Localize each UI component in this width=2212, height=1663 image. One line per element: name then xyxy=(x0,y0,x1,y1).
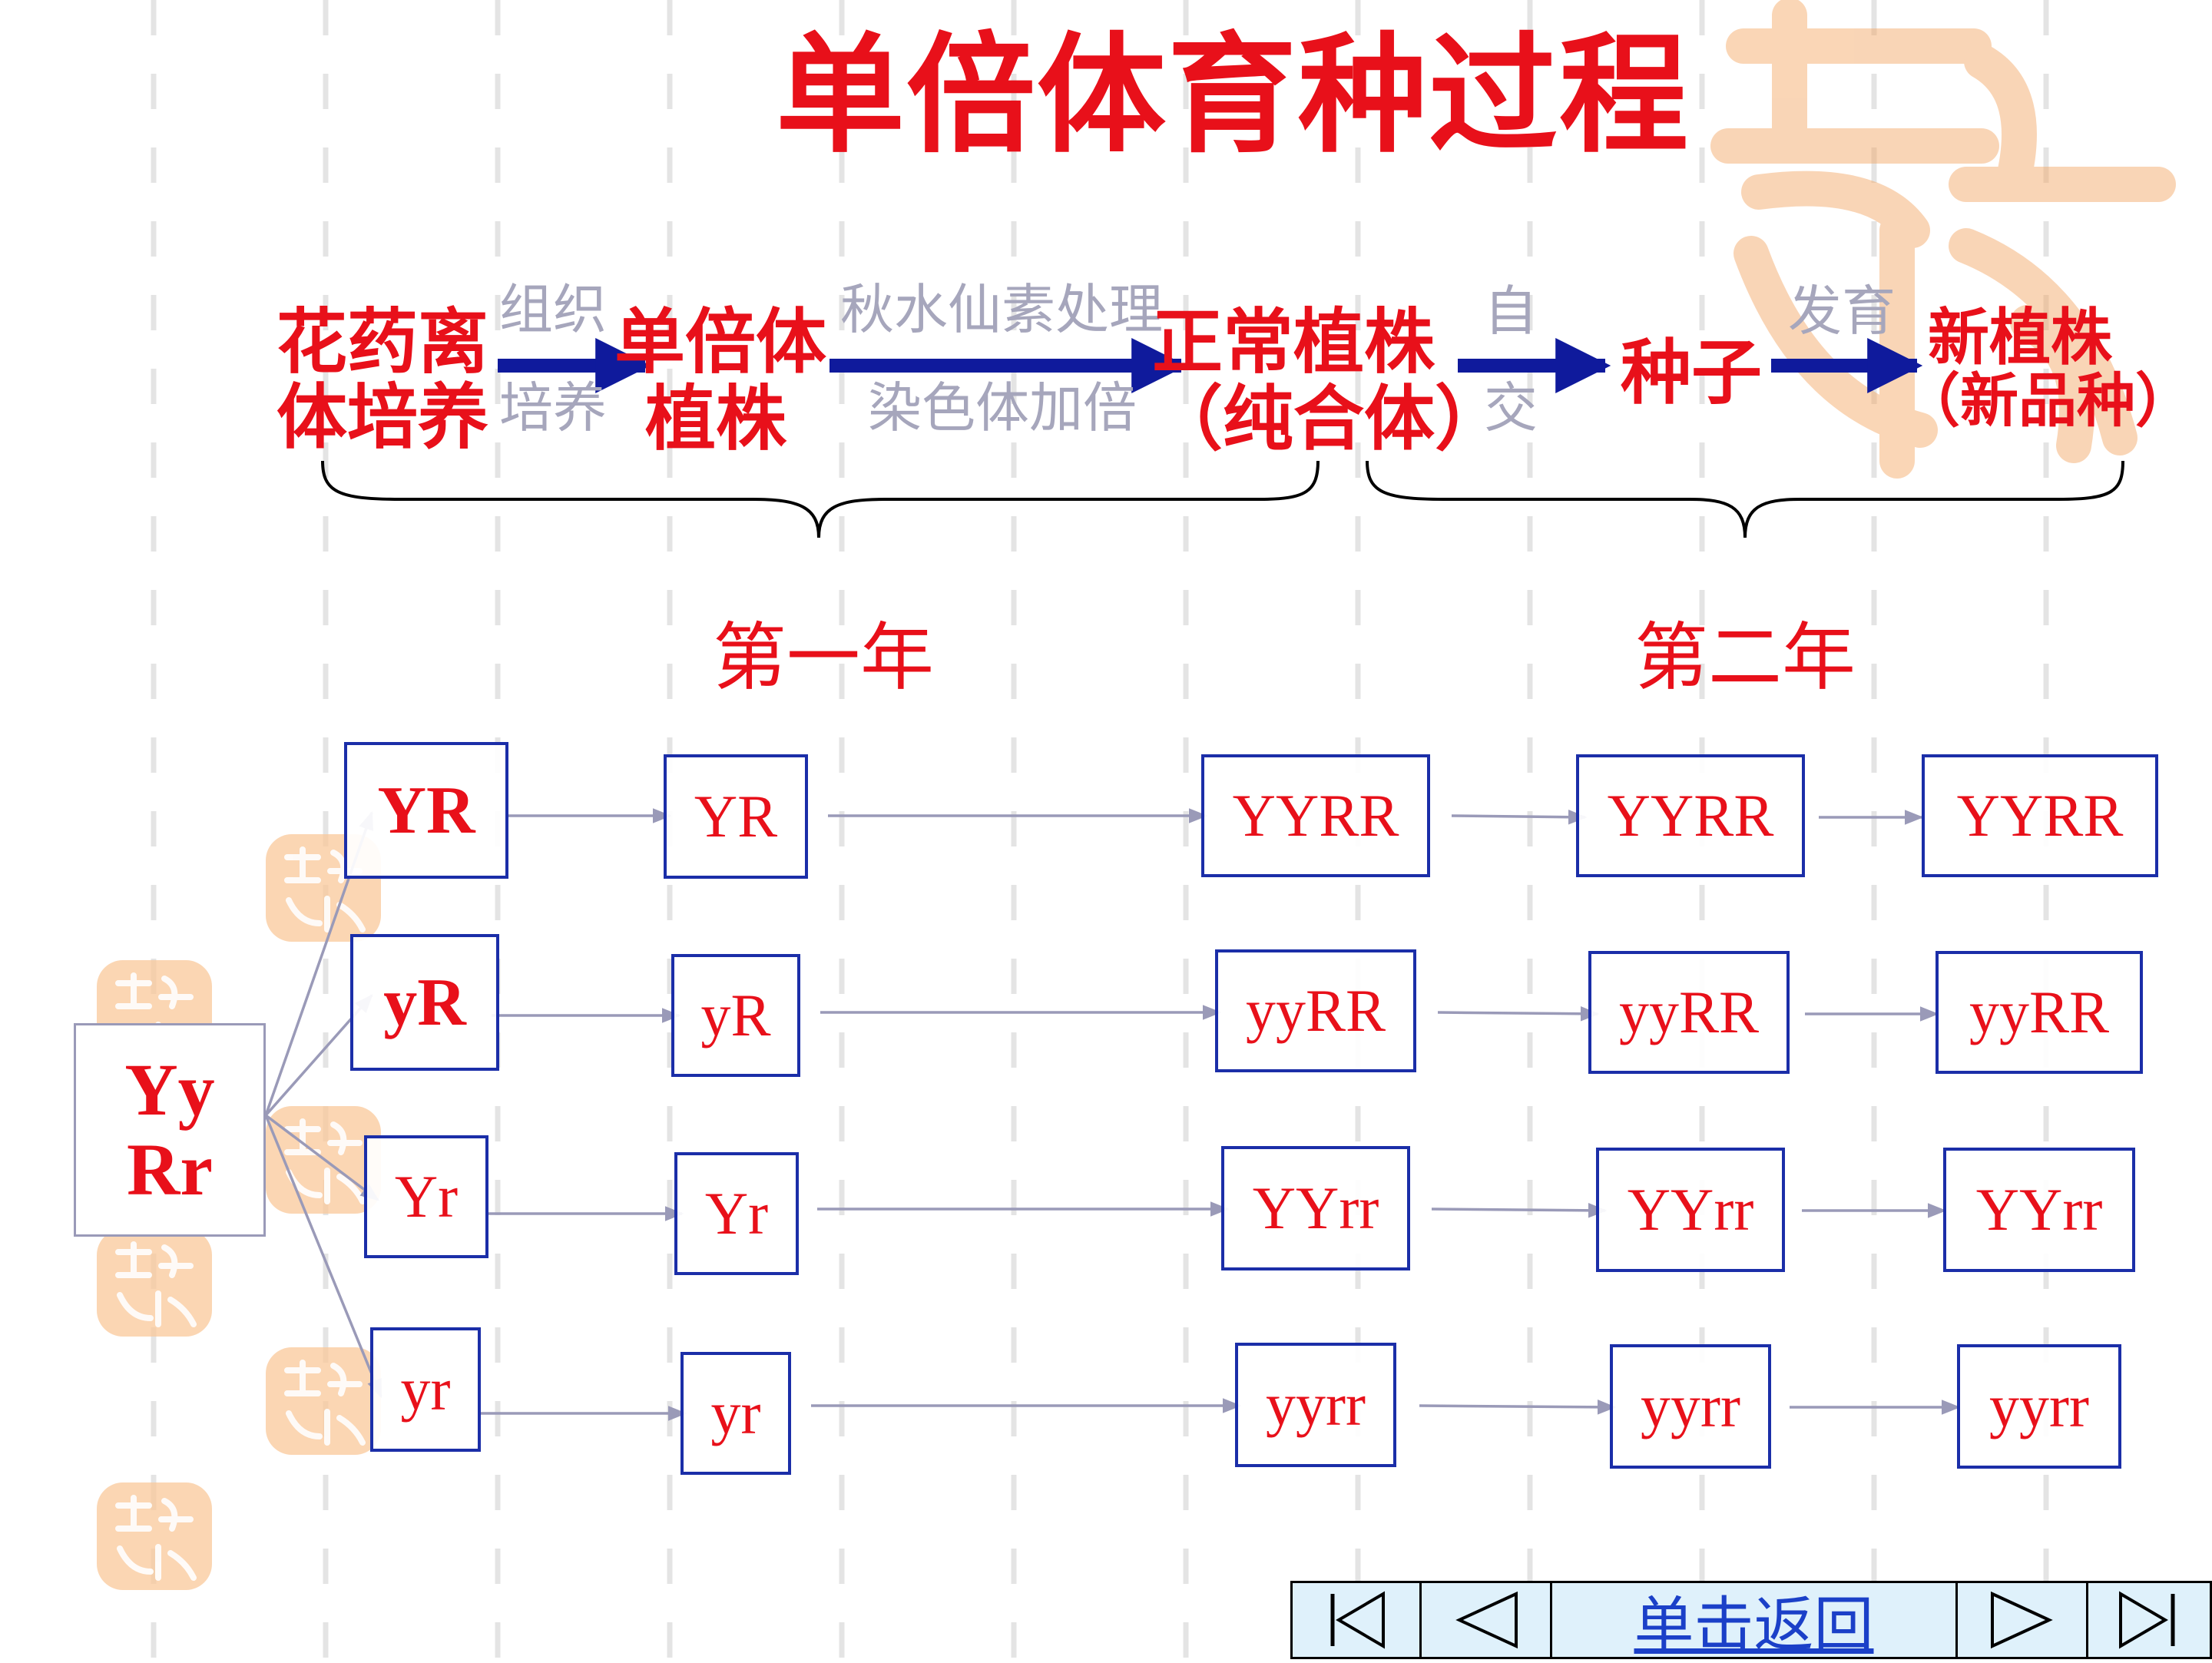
seal-watermark xyxy=(97,1482,212,1590)
step-colchicine-line1: 秋水仙素处理 xyxy=(840,278,1163,341)
connector-arrow xyxy=(264,1114,379,1201)
slide-title: 单倍体育种过程 xyxy=(776,20,1690,171)
connector-arrow xyxy=(264,1115,382,1399)
haploid-box: yr xyxy=(680,1352,791,1475)
seal-watermark xyxy=(97,1229,212,1337)
step-colchicine-line2: 染色体加倍 xyxy=(868,376,1137,439)
doubled-box: YYRR xyxy=(1201,754,1430,877)
selfed-box: yyRR xyxy=(1588,951,1790,1074)
parent-genotype-box: Yy Rr xyxy=(74,1023,266,1237)
step-tissue-culture-line2: 培养 xyxy=(499,376,607,439)
selfed-box: YYRR xyxy=(1576,754,1805,877)
step-development: 发育 xyxy=(1788,280,1896,343)
return-button[interactable]: 单击返回 xyxy=(1552,1583,1958,1660)
parent-genotype-line2: Rr xyxy=(127,1128,213,1211)
doubled-box: yyRR xyxy=(1215,949,1416,1072)
stage-haploid-line2: 植株 xyxy=(645,378,787,460)
final-box: yyRR xyxy=(1936,951,2143,1074)
return-link[interactable]: 单击返回 xyxy=(1634,1591,1874,1660)
haploid-box: yR xyxy=(671,954,800,1077)
stage-new-plant-line2: （新品种） xyxy=(1902,366,2194,435)
slide-navigation-bar: 单击返回 xyxy=(1290,1581,2212,1660)
skip-to-first-icon xyxy=(1330,1591,1385,1649)
selfed-box: yyrr xyxy=(1610,1344,1771,1469)
seal-watermark xyxy=(266,1347,381,1455)
stage-seed: 种子 xyxy=(1621,332,1763,414)
connector-arrow xyxy=(1431,1203,1608,1218)
previous-slide-button[interactable] xyxy=(1422,1583,1552,1657)
haploid-box: Yr xyxy=(674,1152,799,1275)
stage-normal-plant-line1: 正常植株 xyxy=(1152,301,1435,383)
gamete-box: yr xyxy=(370,1327,481,1452)
previous-icon xyxy=(1455,1591,1518,1649)
step-tissue-culture-line1: 组织 xyxy=(499,278,607,341)
stage-new-plant-line1: 新植株 xyxy=(1928,302,2112,373)
step-selfing-line2: 交 xyxy=(1484,376,1538,439)
skip-to-last-icon xyxy=(2119,1591,2175,1649)
haploid-box: YR xyxy=(664,754,808,879)
final-box: YYRR xyxy=(1922,754,2158,877)
stage-anther-culture-line1: 花药离 xyxy=(276,301,489,383)
next-icon xyxy=(1990,1591,2053,1649)
doubled-box: YYrr xyxy=(1221,1146,1410,1270)
connector-arrow xyxy=(1419,1400,1617,1415)
gamete-box: Yr xyxy=(364,1135,488,1258)
first-year-label: 第一年 xyxy=(713,615,934,701)
step-selfing-line1: 自 xyxy=(1484,280,1538,343)
gamete-box: YR xyxy=(344,742,508,879)
second-year-label: 第二年 xyxy=(1634,615,1856,701)
first-slide-button[interactable] xyxy=(1293,1583,1422,1657)
second-year-brace xyxy=(1366,460,2124,538)
gamete-box: yR xyxy=(350,934,499,1071)
large-seal-watermark xyxy=(1710,0,2176,479)
stage-haploid-line1: 单倍体 xyxy=(614,301,827,383)
connector-arrow xyxy=(1451,809,1588,825)
stage-normal-plant-line2: （纯合体） xyxy=(1152,378,1506,460)
final-box: YYrr xyxy=(1943,1148,2135,1272)
doubled-box: yyrr xyxy=(1235,1343,1396,1467)
connector-arrow xyxy=(1437,1005,1600,1022)
last-slide-button[interactable] xyxy=(2088,1583,2210,1657)
final-box: yyrr xyxy=(1957,1344,2121,1469)
selfed-box: YYrr xyxy=(1596,1148,1785,1272)
next-slide-button[interactable] xyxy=(1958,1583,2088,1657)
stage-anther-culture-line2: 体培养 xyxy=(276,376,489,459)
parent-genotype-line1: Yy xyxy=(124,1048,215,1131)
first-year-brace xyxy=(321,460,1320,538)
row-connectors xyxy=(479,808,1961,1421)
